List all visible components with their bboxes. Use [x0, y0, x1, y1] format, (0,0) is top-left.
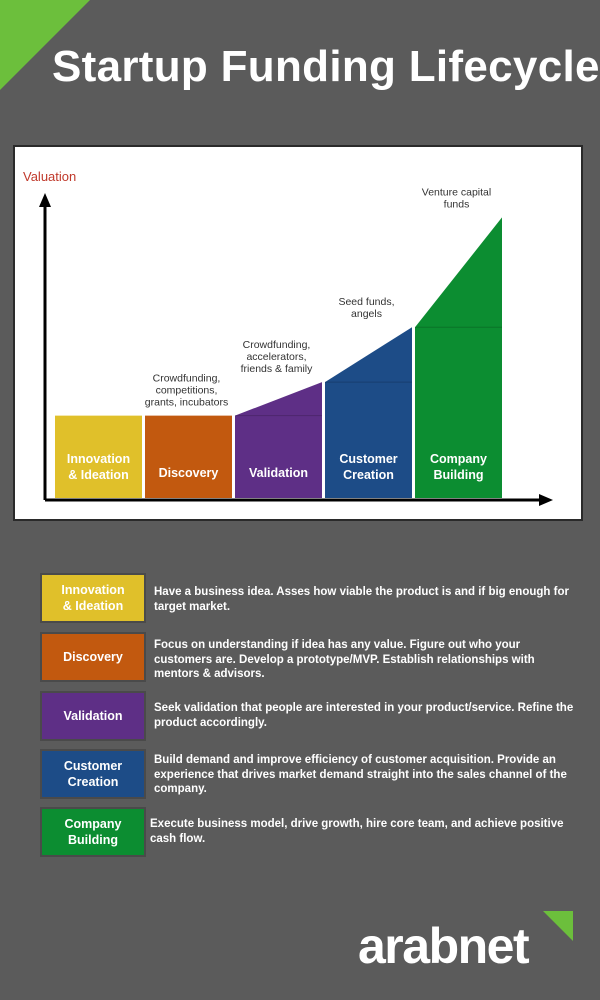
- legend-chip-label: Innovation & Ideation: [61, 583, 125, 613]
- arabnet-logo: arabnet: [358, 911, 573, 975]
- funding-label: funds: [444, 198, 470, 210]
- funding-label: competitions,: [156, 385, 218, 397]
- legend-chip-label: Company Building: [64, 817, 122, 847]
- legend-chip: Innovation & Ideation: [40, 573, 146, 623]
- phase-discovery: Discovery Crowdfunding,competitions,grant…: [145, 373, 232, 498]
- chart-canvas: Valuation Innovation & Ideation Discovery C…: [23, 169, 553, 506]
- legend-description: Seek validation that people are interest…: [154, 702, 574, 729]
- legend-chip: Customer Creation: [40, 749, 146, 799]
- legend-description: Have a business idea. Asses how viable t…: [154, 586, 569, 613]
- legend-chip-label: Customer Creation: [63, 759, 123, 789]
- page-title: Startup Funding Lifecycle: [52, 42, 600, 91]
- phase-label: Validation: [249, 466, 308, 480]
- corner-accent-icon: [0, 0, 90, 90]
- phase-area: [55, 415, 142, 498]
- legend-description: Execute business model, drive growth, hi…: [150, 818, 564, 845]
- funding-lifecycle-chart: Valuation Innovation & Ideation Discovery C…: [13, 145, 583, 521]
- x-axis-arrow-icon: [539, 494, 553, 506]
- legend-description: Build demand and improve efficiency of c…: [154, 754, 567, 795]
- phase-label: Creation: [343, 468, 394, 482]
- phase-area: [235, 382, 322, 498]
- funding-label: Crowdfunding,: [153, 373, 221, 385]
- legend-chip: Validation: [40, 691, 146, 741]
- phase-area: [415, 217, 502, 498]
- phase-validation: Validation Crowdfunding,accelerators,frie…: [235, 339, 322, 498]
- phase-label: Company: [430, 452, 487, 466]
- phase-label: Innovation: [67, 452, 130, 466]
- phase-label: & Ideation: [68, 468, 128, 482]
- logo-wordmark: arabnet: [358, 918, 530, 974]
- phase-label: Discovery: [159, 466, 219, 480]
- green-corner-mark-icon: [543, 911, 573, 941]
- funding-label: grants, incubators: [145, 397, 228, 409]
- phase-label: Customer: [339, 452, 397, 466]
- funding-label: angels: [351, 308, 382, 320]
- legend-description: Focus on understanding if idea has any v…: [154, 639, 535, 680]
- phase-innovation-ideation: Innovation & Ideation: [55, 415, 142, 498]
- phase-area: [145, 415, 232, 498]
- y-axis-label: Valuation: [23, 169, 76, 184]
- phase-label: Building: [434, 468, 484, 482]
- y-axis-arrow-icon: [39, 193, 51, 207]
- chart-axes: [39, 193, 553, 506]
- funding-label: accelerators,: [246, 351, 306, 363]
- legend-chip-label: Validation: [63, 709, 123, 723]
- funding-label: Seed funds,: [338, 296, 394, 308]
- legend-chip-label: Discovery: [63, 650, 123, 664]
- funding-label: friends & family: [241, 363, 314, 375]
- legend-chip: Company Building: [40, 807, 146, 857]
- legend-chip: Discovery: [40, 632, 146, 682]
- funding-label: Venture capital: [422, 186, 491, 198]
- phase-area: [325, 327, 412, 498]
- funding-label: Crowdfunding,: [243, 339, 311, 351]
